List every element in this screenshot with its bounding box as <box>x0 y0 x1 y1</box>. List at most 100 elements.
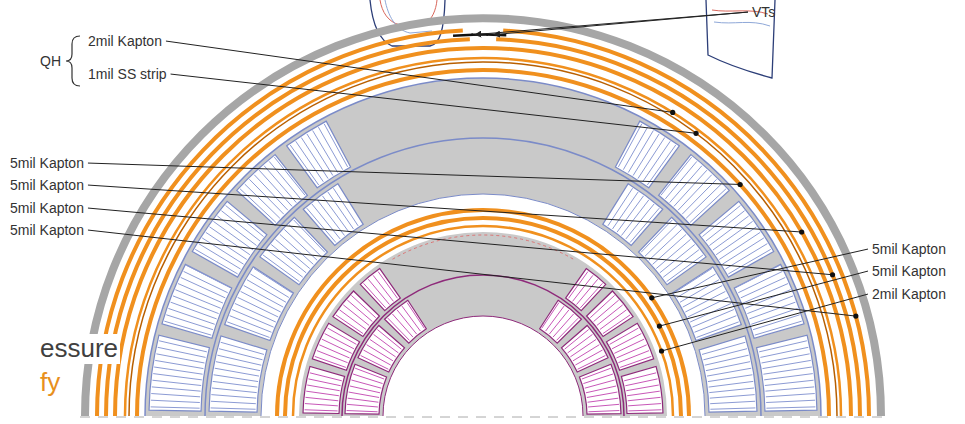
cable-stripe <box>677 274 715 297</box>
cable-stripe <box>212 388 257 393</box>
cable-stripe <box>710 401 755 403</box>
cable-stripe <box>263 255 299 282</box>
outer-coil-block <box>603 184 663 246</box>
cable-stripe <box>583 374 613 384</box>
inner-coil-block-outline <box>385 300 427 343</box>
cable-stripe <box>217 355 261 365</box>
outer-coil-block-outline <box>673 267 742 341</box>
inner-coil-block-group <box>303 269 663 414</box>
cable-stripe <box>682 179 716 214</box>
cable-stripe <box>626 385 658 391</box>
outer-coil-block <box>260 217 328 285</box>
cable-stripe <box>703 349 747 360</box>
cable-stripe <box>269 161 301 199</box>
cable-stripe <box>213 381 258 387</box>
outer-coil-block-outline <box>149 335 209 411</box>
layer-label: 5mil Kapton <box>10 177 84 193</box>
partial-outline <box>706 0 775 78</box>
cable-stripe <box>324 124 347 167</box>
leader-dot <box>830 272 835 277</box>
cable-stripe <box>378 272 397 299</box>
cable-stripe <box>227 322 269 338</box>
layer-label: 5mil Kapton <box>872 263 946 279</box>
inner-coil-block <box>540 300 582 343</box>
inner-coil-block-outline <box>360 269 400 311</box>
outer-coil-block-outline <box>757 335 817 411</box>
group-label: QH <box>40 53 61 69</box>
layer-label: 2mil Kapton <box>88 33 162 49</box>
outer-coil-block <box>699 336 757 412</box>
cable-stripe <box>221 211 260 241</box>
outer-coil-block <box>757 335 817 411</box>
cable-stripe <box>722 238 763 264</box>
cable-stripe <box>766 400 815 402</box>
leader-dot <box>657 324 662 329</box>
cable-stripe <box>151 394 200 397</box>
leader-line <box>662 294 868 351</box>
cable-stripe <box>361 356 389 370</box>
cable-stripe <box>159 341 207 352</box>
leader-line <box>88 230 856 316</box>
cable-stripe <box>645 225 677 257</box>
inner-coil-block-outline <box>540 300 582 343</box>
inner-coil-block-group <box>345 300 621 414</box>
leader-dot <box>670 110 675 115</box>
cable-stripe <box>211 395 256 399</box>
cable-stripe <box>254 175 288 211</box>
outer-coil-support <box>145 78 821 416</box>
cable-stripe <box>709 388 754 393</box>
cable-stripe <box>280 234 314 264</box>
layer-label: 5mil Kapton <box>10 200 84 216</box>
cable-stripe <box>764 374 813 380</box>
cable-stripe <box>753 315 800 330</box>
leader-line <box>88 208 833 275</box>
inner-coil-block <box>621 366 663 413</box>
cable-stripe <box>271 245 306 273</box>
cable-stripe <box>708 375 752 382</box>
leader-dot <box>799 229 804 234</box>
cable-stripe <box>317 351 348 363</box>
cable-stripe <box>245 184 280 218</box>
coil-group <box>145 78 821 416</box>
cable-stripe <box>628 410 661 411</box>
inner-coil-block-outline <box>345 364 387 414</box>
cable-stripe <box>296 141 324 181</box>
inner-coil-block <box>385 300 427 343</box>
leader-line <box>171 74 696 133</box>
cable-stripe <box>219 349 263 360</box>
ring-group <box>85 18 881 416</box>
cable-stripe <box>616 345 646 358</box>
cable-stripe <box>247 280 286 303</box>
outer-coil-block <box>615 121 679 188</box>
cable-stripe <box>582 368 611 379</box>
cable-stripe <box>407 303 424 329</box>
cable-stripe <box>660 245 695 273</box>
cable-stripe <box>164 321 211 335</box>
cable-stripe <box>305 410 338 411</box>
kapton-ring <box>496 39 860 416</box>
layer-label: 5mil Kapton <box>10 222 84 238</box>
inner-coil-block <box>566 269 606 311</box>
cable-stripe <box>614 339 644 353</box>
cable-stripe <box>628 130 653 172</box>
cable-stripe <box>627 391 660 396</box>
cable-stripe <box>690 189 726 222</box>
leader-dot <box>693 131 698 136</box>
outer-coil-block <box>225 267 294 341</box>
cable-stripe <box>211 408 256 409</box>
cable-stripe <box>710 395 755 399</box>
cable-stripe <box>588 404 619 407</box>
cable-stripe <box>656 239 690 268</box>
coil-outline <box>145 78 821 416</box>
cable-stripe <box>623 127 647 170</box>
cable-stripe <box>725 244 767 269</box>
cable-stripe <box>728 249 770 274</box>
layer-label: 2mil Kapton <box>872 286 946 302</box>
cable-stripe <box>363 350 390 365</box>
cable-stripe <box>214 375 258 382</box>
cable-stripe <box>633 134 659 176</box>
cable-stripe <box>765 387 814 391</box>
cable-stripe <box>199 244 241 269</box>
outer-coil-block <box>149 335 209 411</box>
